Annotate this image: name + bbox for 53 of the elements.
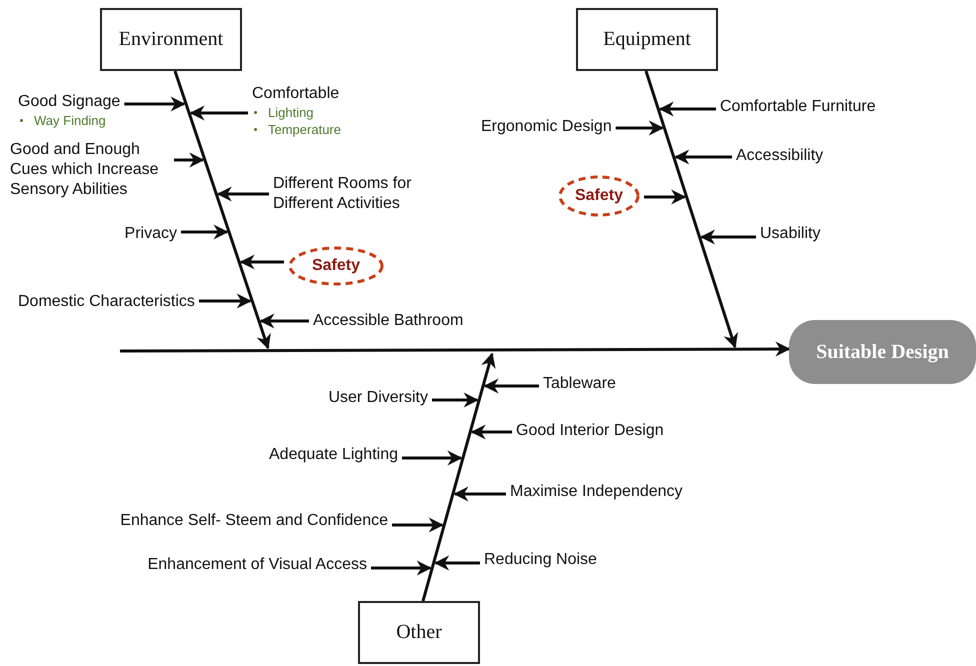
arrow [700, 230, 756, 244]
cause-label: Maximise Independency [510, 482, 683, 502]
cause-label: Safety [312, 257, 360, 275]
arrow [216, 186, 269, 202]
arrow [616, 120, 664, 136]
arrow [371, 560, 432, 576]
cause-label: Domestic Characteristics [18, 292, 195, 312]
category-box: Environment [100, 8, 242, 71]
bone-arrow [644, 70, 738, 348]
arrow [124, 96, 186, 112]
arrow [259, 314, 309, 328]
arrow [674, 150, 732, 164]
cause-label: Enhance Self- Steem and Confidence [120, 511, 388, 531]
arrow [198, 294, 252, 308]
arrow [470, 424, 512, 440]
cause-label: Tableware [543, 374, 616, 394]
effect-box: Suitable Design [789, 320, 976, 384]
cause-label: Enhancement of Visual Access [148, 555, 367, 575]
cause-label: Accessible Bathroom [313, 311, 464, 331]
cause-label: Different Rooms for Different Activities [273, 174, 433, 214]
sub-cause-label: Way Finding [34, 113, 106, 128]
arrow [181, 224, 229, 240]
arrow [432, 392, 479, 408]
arrow [658, 102, 716, 116]
cause-label: Accessibility [736, 146, 824, 166]
cause-label: Comfortable Furniture [720, 97, 876, 117]
cause-label: Good Signage [18, 92, 120, 112]
cause-label: Good Interior Design [516, 421, 664, 441]
cause-label: Usability [760, 224, 820, 244]
arrow [484, 378, 539, 394]
cause-label: Good and Enough Cues which Increase Sensory Abilities [10, 140, 170, 200]
cause-label: Adequate Lighting [269, 445, 398, 465]
category-box: Other [358, 601, 480, 664]
sub-cause-label: Temperature [268, 122, 341, 137]
bone-arrow [422, 352, 496, 602]
spine-arrow [120, 342, 790, 357]
sub-cause-label: Lighting [268, 105, 314, 120]
cause-label: Reducing Noise [484, 550, 597, 570]
arrow [392, 518, 444, 532]
cause-label: User Diversity [328, 388, 428, 408]
arrow [453, 486, 506, 502]
category-box: Equipment [576, 8, 718, 71]
arrow [190, 106, 248, 120]
arrow [644, 190, 686, 204]
cause-label: Privacy [124, 224, 177, 244]
arrow [402, 450, 462, 466]
bone-arrow [174, 70, 271, 350]
arrow [434, 556, 480, 570]
cause-label: Safety [574, 187, 624, 205]
cause-label: Comfortable [252, 84, 340, 104]
arrow [174, 152, 204, 168]
arrow [240, 254, 284, 270]
cause-label: Ergonomic Design [481, 117, 612, 137]
